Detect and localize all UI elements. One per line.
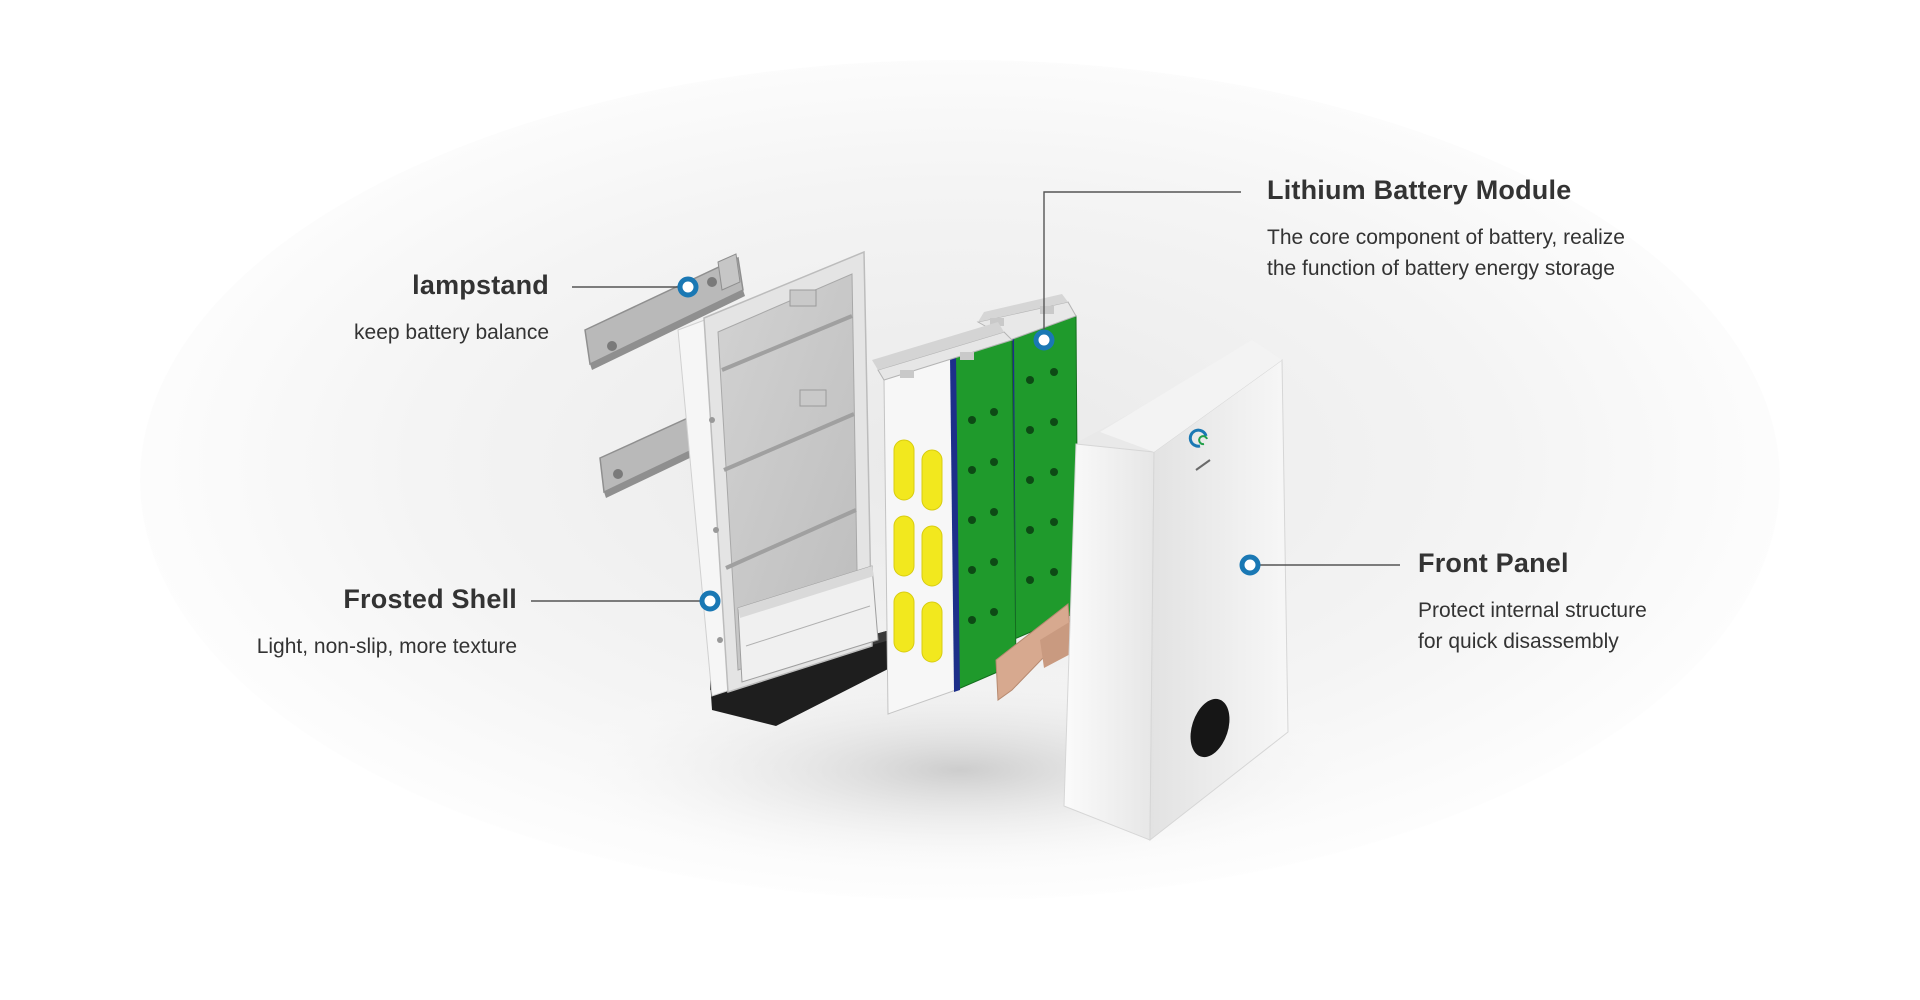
copper-busbar [995,603,1071,701]
callout-title: Front Panel [1418,548,1569,578]
front-panel-face [1149,359,1289,842]
callout-markers [677,276,1261,612]
callout-title: Frosted Shell [343,584,517,614]
bms-box [737,565,879,683]
brand-logo-icon [1188,428,1211,471]
callout-ring-icon [1033,329,1055,351]
callout-description: Light, non-slip, more texture [257,631,517,662]
frosted-shell [677,250,890,726]
callout-title: Lithium Battery Module [1267,175,1572,205]
lithium-battery-module [872,294,1079,715]
callout-ring-icon [699,590,721,612]
cell-vents [968,368,1058,624]
callout-battery-module: Lithium Battery Module The core componen… [1267,175,1625,284]
callout-line: the function of battery energy storage [1267,257,1615,280]
callout-description: Protect internal structure for quick dis… [1418,595,1647,657]
callout-line: Light, non-slip, more texture [256,635,517,658]
front-panel-port [1190,698,1230,758]
callout-line: The core component of battery, realize [1267,226,1625,249]
callout-frosted-shell: Frosted Shell Light, non-slip, more text… [257,584,517,662]
callout-line: for quick disassembly [1418,630,1619,653]
callout-description: keep battery balance [354,317,549,348]
callout-ring-icon [1239,554,1261,576]
leader-battery-module [1043,191,1241,340]
callout-ring-icon [677,276,699,298]
callout-description: The core component of battery, realize t… [1267,222,1625,284]
callout-title: lampstand [412,270,549,300]
cell-labels [893,439,943,663]
front-panel [1063,340,1289,842]
callout-line: keep battery balance [354,321,549,344]
leader-lines [531,191,1400,602]
callout-lampstand: lampstand keep battery balance [354,270,549,348]
front-panel-side [1063,443,1155,841]
callout-line: Protect internal structure [1418,599,1647,622]
callout-front-panel: Front Panel Protect internal structure f… [1418,548,1647,657]
